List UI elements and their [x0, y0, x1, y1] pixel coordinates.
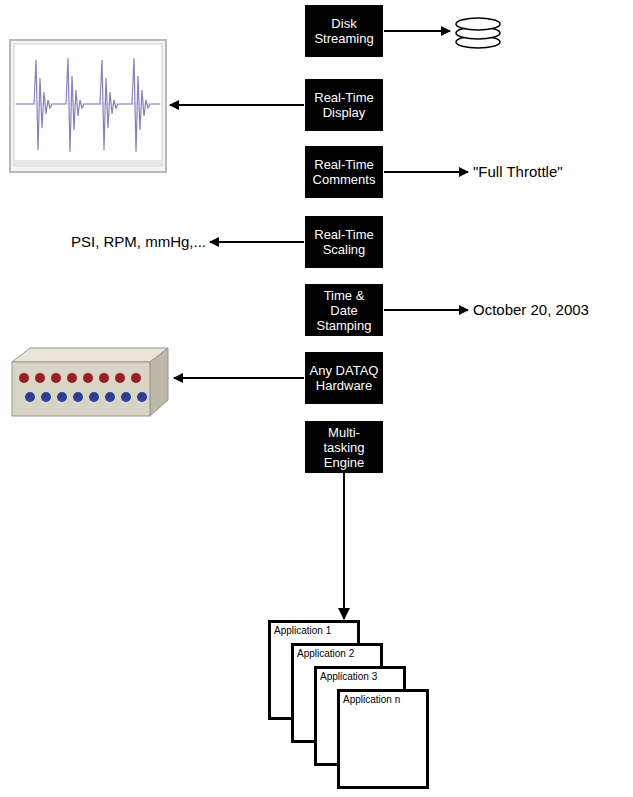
feature-box: Time & Date Stamping [305, 284, 383, 336]
feature-box: Disk Streaming [305, 5, 383, 57]
leader-arrow [210, 241, 304, 243]
feature-box: Real-Time Comments [305, 146, 383, 198]
leader-arrow [384, 309, 468, 311]
feature-label: PSI, RPM, mmHg,... [71, 233, 206, 250]
box-text: Any DATAQ Hardware [309, 363, 379, 393]
disk-icon [456, 18, 500, 48]
application-card: Application n [337, 689, 429, 789]
leader-arrow [384, 171, 468, 173]
feature-box: Multi-tasking Engine [305, 421, 383, 473]
box-text: Real-Time Comments [309, 157, 379, 187]
feature-box: Real-Time Display [305, 79, 383, 131]
card-title: Application n [343, 694, 423, 706]
display-screenshot [10, 40, 166, 172]
connector-arrow [343, 473, 345, 619]
box-text: Disk Streaming [309, 16, 379, 46]
feature-box: Any DATAQ Hardware [305, 352, 383, 404]
leader-arrow [170, 104, 304, 106]
box-text: Time & Date Stamping [309, 288, 379, 333]
feature-box: Real-Time Scaling [305, 216, 383, 268]
hardware-illustration [12, 348, 168, 416]
card-title: Application 3 [320, 671, 400, 683]
box-text: Multi-tasking Engine [309, 425, 379, 470]
leader-arrow [174, 377, 304, 379]
box-text: Real-Time Scaling [309, 227, 379, 257]
card-title: Application 1 [274, 625, 354, 637]
box-text: Real-Time Display [309, 90, 379, 120]
feature-label: October 20, 2003 [473, 301, 589, 318]
card-title: Application 2 [297, 648, 377, 660]
feature-label: "Full Throttle" [473, 163, 563, 180]
leader-arrow [384, 30, 450, 32]
